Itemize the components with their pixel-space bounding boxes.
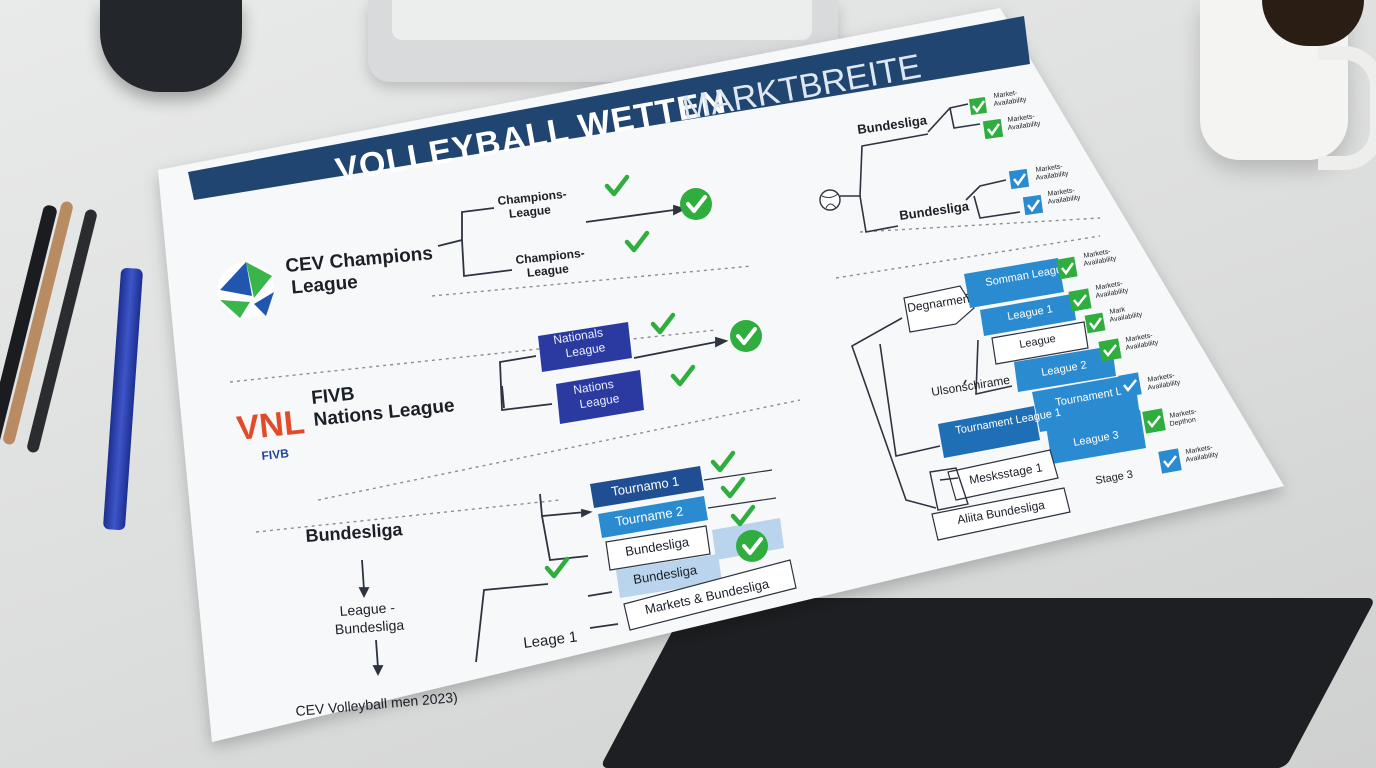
right-top-check-4	[1023, 195, 1043, 215]
volleyball-icon	[820, 190, 840, 210]
fivb-mark: FIVB	[261, 446, 290, 463]
right-top-check-3	[1009, 169, 1029, 189]
check-icon	[680, 188, 712, 220]
cev-logo-icon	[218, 262, 274, 318]
check-icon	[730, 320, 762, 352]
check-icon	[736, 530, 768, 562]
right-top-check-2	[983, 119, 1003, 139]
fivb-name-1: FIVB	[310, 384, 355, 409]
vnl-mark: VNL	[235, 403, 307, 448]
right-top-check-1	[969, 97, 987, 115]
